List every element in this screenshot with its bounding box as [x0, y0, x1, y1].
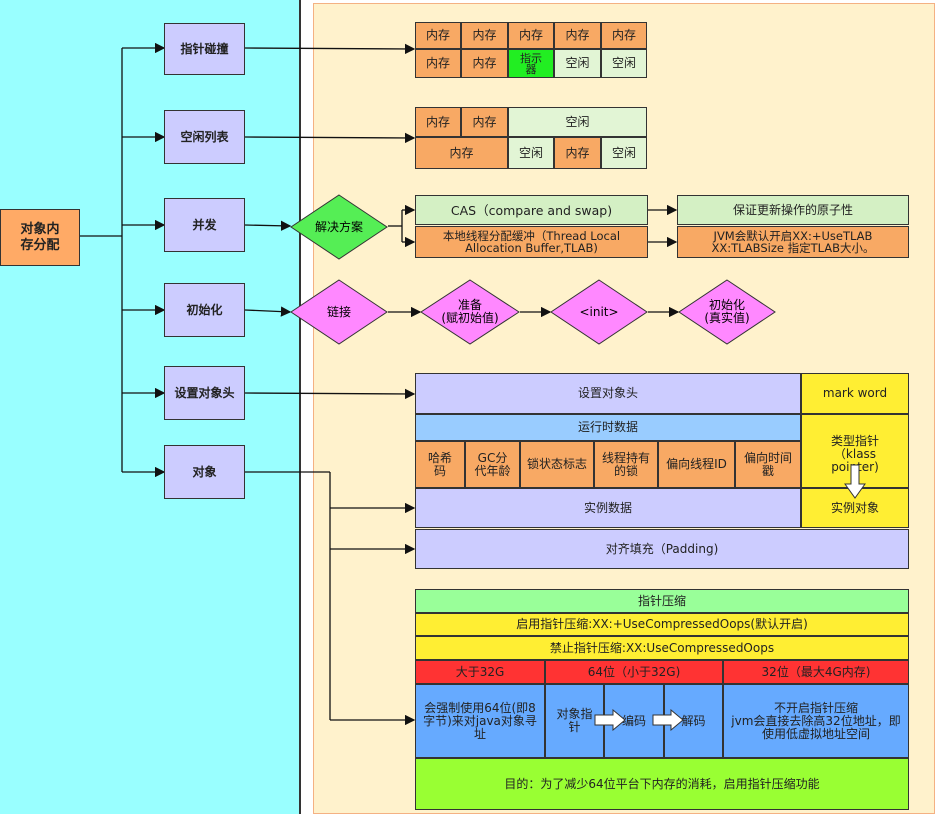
root-node: 对象内 存分配	[0, 209, 80, 266]
purpose-box: 目的：为了减少64位平台下内存的消耗，启用指针压缩功能	[415, 758, 909, 810]
header-field: GC分 代年龄	[465, 441, 520, 488]
cas-result-box: 保证更新操作的原子性	[677, 195, 909, 225]
init-stage-prepare: 准备 (赋初始值)	[420, 279, 520, 345]
pb-cell: 内存	[508, 22, 554, 49]
cas-box: CAS（compare and swap)	[415, 195, 648, 225]
compress-enable-box: 启用指针压缩:XX:+UseCompressedOops(默认开启)	[415, 613, 909, 636]
header-field: 锁状态标志	[520, 441, 594, 488]
pb-cell: 内存	[461, 49, 508, 78]
pb-cell: 内存	[415, 49, 461, 78]
stage-label: 链接	[326, 304, 351, 319]
pb-cell: 空闲	[554, 49, 601, 78]
step-pointer-bump: 指针碰撞	[164, 23, 245, 75]
stage-label: 准备 (赋初始值)	[441, 298, 499, 325]
decision-diamond: 解决方案	[290, 194, 388, 260]
pb-cell: 内存	[415, 22, 461, 49]
panel-divider	[299, 0, 301, 814]
stage-label: 初始化 (真实值)	[704, 298, 750, 325]
fl-cell: 空闲	[601, 137, 647, 169]
header-field: 线程持有 的锁	[594, 441, 658, 488]
tlab-box: 本地线程分配缓冲（Thread Local Allocation Buffer,…	[415, 226, 648, 258]
down-arrow-icon	[844, 464, 866, 499]
compress-title-box: 指针压缩	[415, 589, 909, 613]
fl-cell: 内存	[415, 107, 461, 137]
pb-cell: 内存	[554, 22, 601, 49]
step-free-list: 空闲列表	[164, 110, 245, 164]
pb-cell: 内存	[601, 22, 647, 49]
right-arrow-icon	[594, 709, 626, 731]
compress-step-box: 对象指 针	[545, 684, 604, 758]
tlab-result-box: JVM会默认开启XX:+UseTLAB XX:TLABSize 指定TLAB大小…	[677, 226, 909, 258]
init-stage-link: 链接	[290, 279, 388, 345]
lt4g-explain-box: 不开启指针压缩 jvm会直接去除高32位地址，即 使用低虚拟地址空间	[723, 684, 909, 758]
header-field: 哈希 码	[415, 441, 465, 488]
gt32-explain-box: 会强制使用64位(即8 字节)来对java对象寻 址	[415, 684, 545, 758]
pb-indicator-cell: 指示 器	[508, 49, 554, 78]
step-concurrency: 并发	[164, 198, 245, 252]
fl-cell: 内存	[461, 107, 508, 137]
compress-disable-box: 禁止指针压缩:XX:UseCompressedOops	[415, 636, 909, 660]
init-stage-init-method: <init>	[550, 279, 648, 345]
right-arrow-icon	[652, 709, 684, 731]
step-object: 对象	[164, 445, 245, 499]
fl-cell: 空闲	[508, 137, 554, 169]
decision-label: 解决方案	[314, 219, 363, 234]
compress-col-header: 64位（小于32G)	[545, 660, 723, 684]
left-panel	[0, 0, 300, 814]
init-stage-initialize: 初始化 (真实值)	[678, 279, 776, 345]
pb-cell: 内存	[461, 22, 508, 49]
step-init: 初始化	[164, 283, 245, 337]
pb-cell: 空闲	[601, 49, 647, 78]
instance-data-box: 实例数据	[415, 488, 801, 528]
header-field: 偏向线程ID	[658, 441, 735, 488]
compress-col-header: 32位（最大4G内存)	[723, 660, 909, 684]
mark-word-box: mark word	[801, 373, 909, 414]
fl-cell: 内存	[554, 137, 601, 169]
runtime-data-box: 运行时数据	[415, 414, 801, 441]
step-header: 设置对象头	[164, 366, 245, 420]
padding-box: 对齐填充（Padding)	[415, 529, 909, 569]
fl-cell: 空闲	[508, 107, 647, 137]
header-field: 偏向时间 戳	[735, 441, 801, 488]
fl-cell: 内存	[415, 137, 508, 169]
stage-label: <init>	[579, 304, 619, 319]
header-title-box: 设置对象头	[415, 373, 801, 414]
compress-col-header: 大于32G	[415, 660, 545, 684]
